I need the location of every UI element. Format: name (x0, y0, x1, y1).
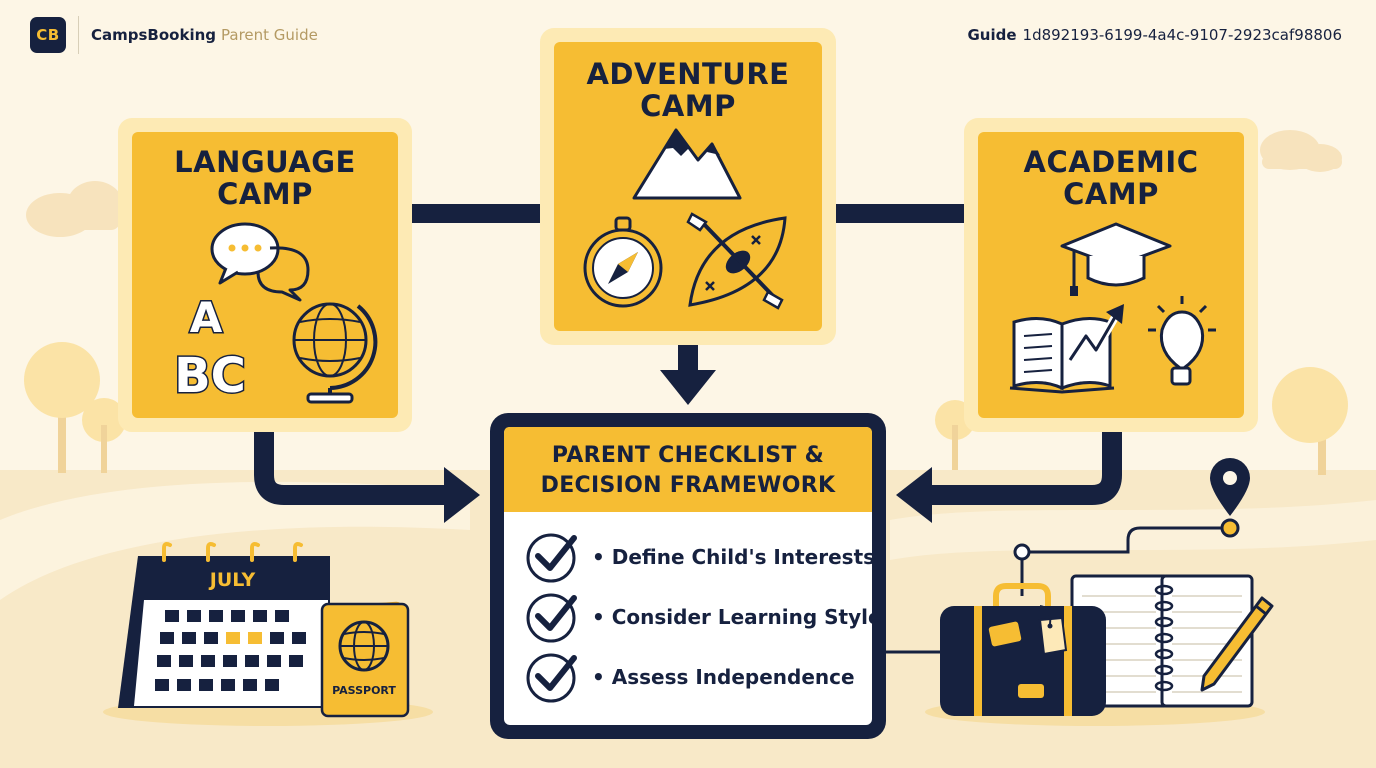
calendar-month: JULY (209, 569, 256, 591)
checklist-title-line2: DECISION FRAMEWORK (540, 473, 836, 498)
checklist-title: PARENT CHECKLIST & DECISION FRAMEWORK (505, 441, 871, 501)
tree-icon (24, 342, 126, 473)
calendar-icon (118, 542, 330, 708)
map-pin-icon (1013, 458, 1250, 596)
brand-suffix: Parent Guide (221, 26, 318, 44)
checklist-item: • Define Child's Interests (592, 545, 876, 569)
suitcase-icon (940, 583, 1106, 716)
abc-letters-icon: A BC (173, 292, 248, 402)
open-book-icon (1009, 317, 1115, 394)
cloud-icon (1260, 130, 1342, 172)
pencil-icon (1200, 596, 1274, 692)
cloud-icon (26, 181, 123, 237)
letter-a: A (190, 293, 223, 342)
guide-id-label: Guide 1d892193-6199-4a4c-9107-2923caf988… (967, 16, 1342, 54)
checklist-panel (490, 413, 886, 739)
connector-language-adventure (412, 204, 548, 223)
connector-adventure-academic (836, 204, 966, 223)
language-camp-title-line2: CAMP (217, 177, 313, 211)
letters-bc: BC (174, 348, 246, 402)
language-camp-title-line1: LANGUAGE (174, 145, 356, 179)
checklist-title-line1: PARENT CHECKLIST & (551, 443, 825, 468)
compass-icon (583, 216, 663, 308)
check-icon (526, 593, 577, 643)
brand-name: CampsBooking (91, 26, 217, 44)
growth-arrow-icon (1066, 304, 1124, 363)
brand-header: CB CampsBooking Parent Guide (30, 16, 318, 54)
speech-bubbles-icon (210, 222, 310, 302)
passport-icon (320, 601, 410, 718)
academic-camp-title-line1: ACADEMIC (1023, 145, 1199, 179)
checklist-item: • Assess Independence (592, 665, 855, 689)
arrow-adventure-to-checklist (660, 345, 716, 405)
kayak-icon (686, 212, 787, 310)
check-icon (526, 533, 577, 583)
checklist-item: • Consider Learning Style (592, 605, 882, 629)
check-icon (526, 653, 577, 703)
logo-badge: CB (30, 17, 66, 53)
adventure-camp-title: ADVENTURE CAMP (554, 58, 822, 122)
mountain-icon (632, 128, 742, 200)
winding-path (0, 481, 470, 600)
adventure-camp-title-line2: CAMP (640, 89, 736, 123)
lightbulb-icon (1148, 296, 1216, 386)
academic-camp-title: ACADEMIC CAMP (978, 146, 1244, 210)
globe-icon (292, 302, 378, 404)
guide-label: Guide (967, 26, 1017, 44)
header-divider (78, 16, 79, 54)
language-camp-title: LANGUAGE CAMP (132, 146, 398, 210)
arrow-language-to-checklist (254, 432, 480, 523)
academic-camp-title-line2: CAMP (1063, 177, 1159, 211)
adventure-camp-title-line1: ADVENTURE (586, 57, 790, 91)
graduation-cap-icon (1060, 222, 1172, 296)
passport-label: PASSPORT (332, 684, 396, 697)
arrow-academic-to-checklist (896, 432, 1122, 523)
guide-id: 1d892193-6199-4a4c-9107-2923caf98806 (1022, 26, 1342, 44)
tree-icon (935, 367, 1348, 475)
